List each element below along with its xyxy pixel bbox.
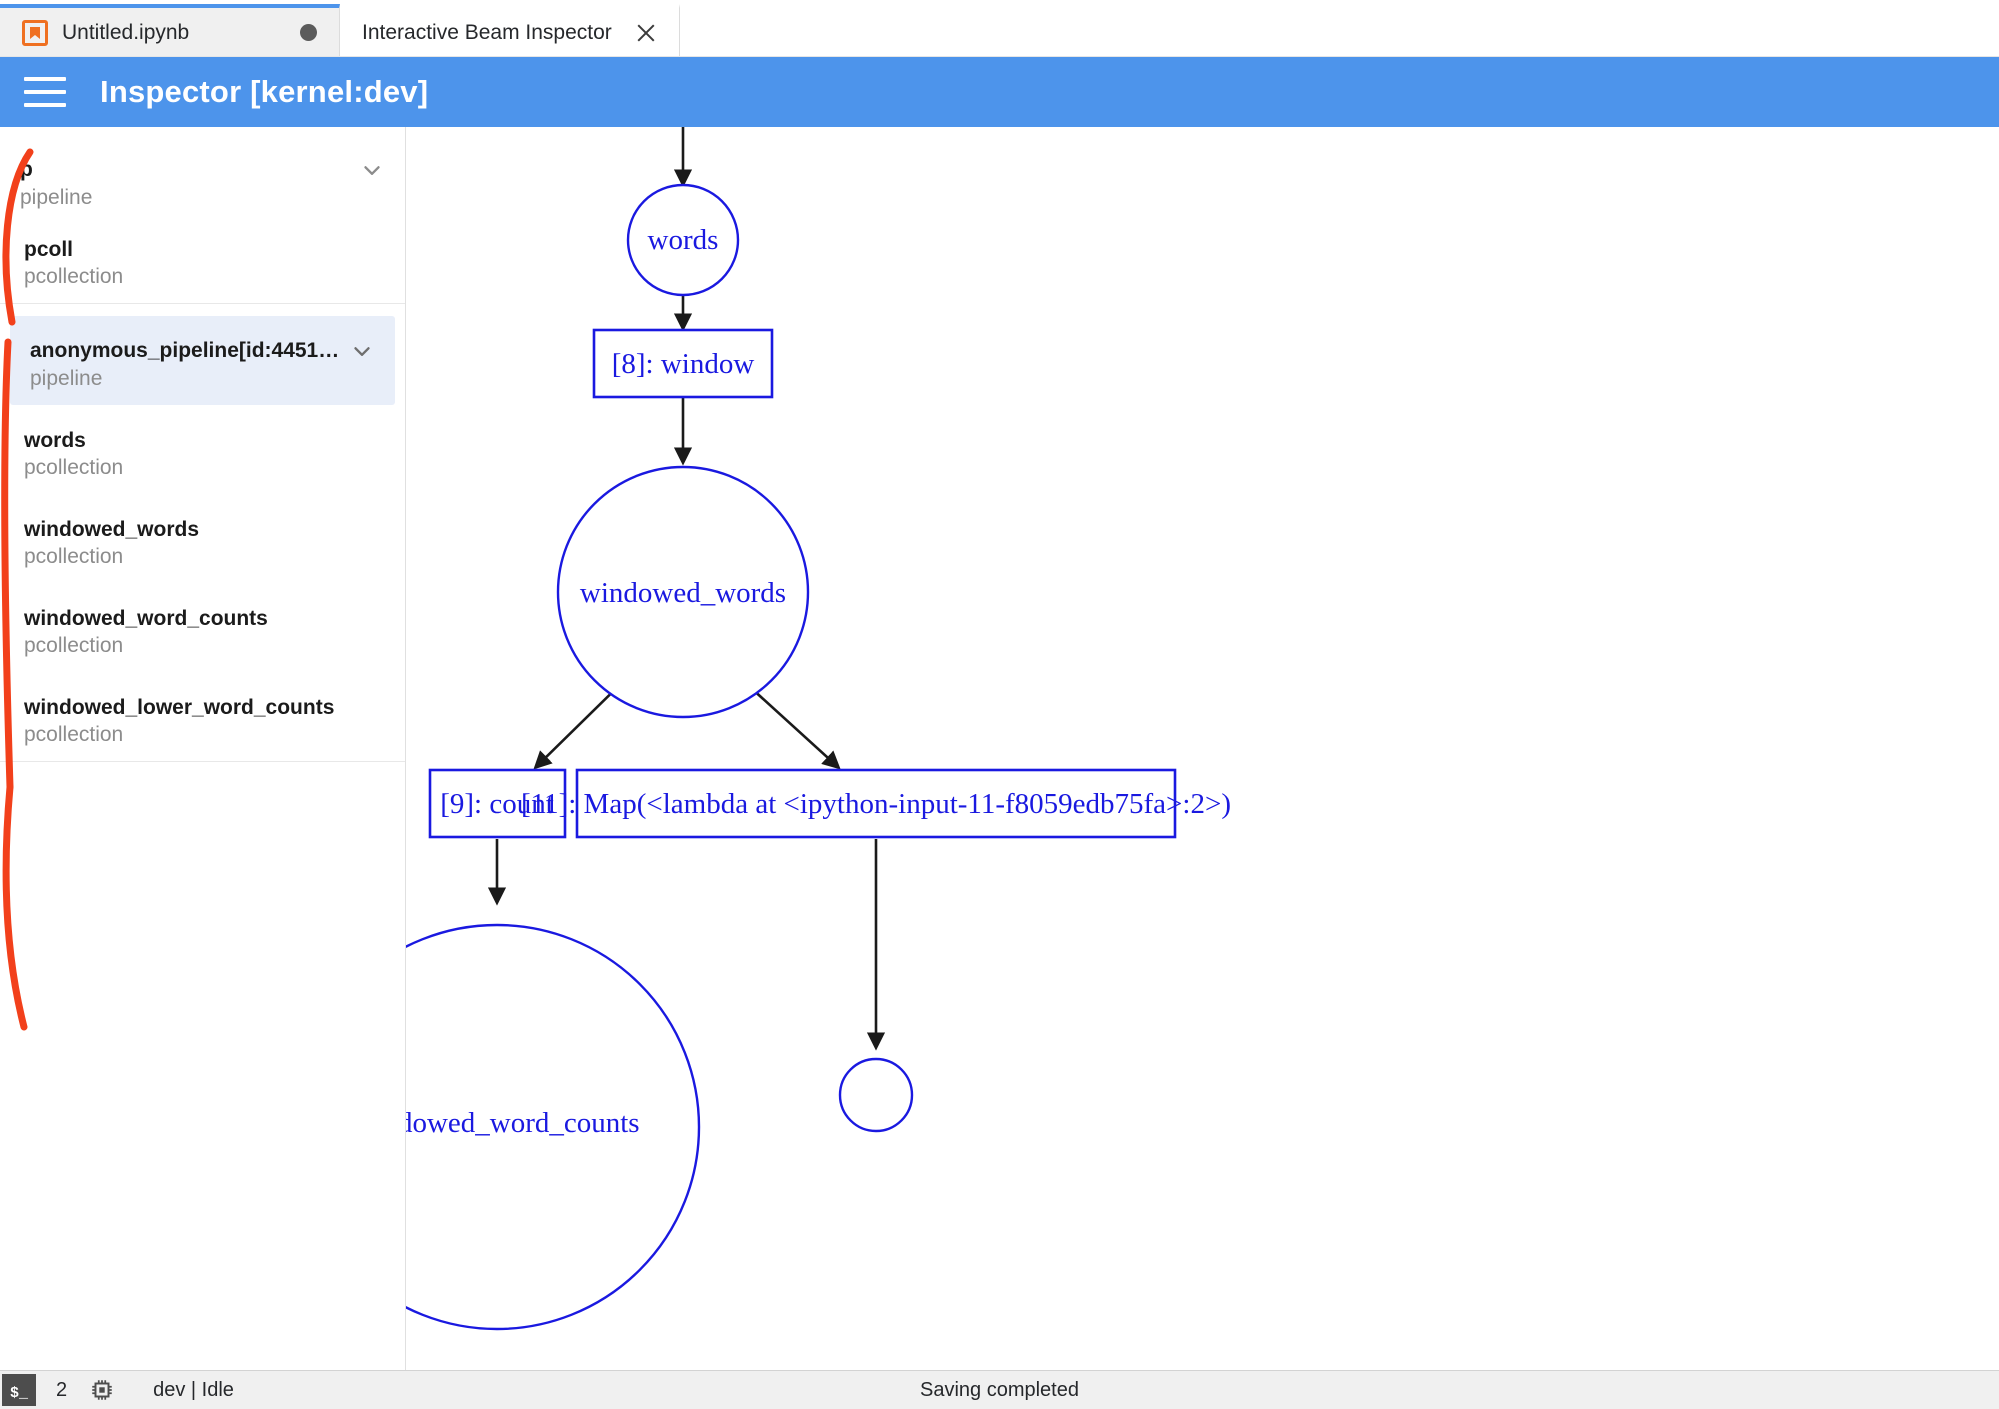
inspector-sidebar: p pipeline pcoll pcollection bbox=[0, 127, 406, 1370]
graph-node-label: [9]: count bbox=[440, 788, 554, 820]
sidebar-item-p[interactable]: p pipeline bbox=[0, 127, 405, 224]
status-bar: Saving completed $_ 2 dev | Idle bbox=[0, 1370, 1999, 1409]
graph-node-windowed-words[interactable]: windowed_words bbox=[556, 465, 810, 719]
chevron-down-icon[interactable] bbox=[359, 157, 385, 183]
sidebar-item-type: pipeline bbox=[20, 186, 93, 209]
sidebar-item-label: windowed_lower_word_counts bbox=[24, 696, 335, 719]
pipeline-graph-canvas[interactable]: words [8]: window windowed_words [9]: co… bbox=[406, 127, 1999, 1370]
cpu-chip-icon bbox=[89, 1377, 115, 1403]
sidebar-item-label: anonymous_pipeline[id:44516… bbox=[30, 339, 341, 362]
graph-node-label: words bbox=[648, 224, 719, 256]
sidebar-item-type: pcollection bbox=[24, 456, 124, 479]
inspector-header: Inspector [kernel:dev] bbox=[0, 57, 1999, 127]
page-title: Inspector [kernel:dev] bbox=[100, 74, 429, 109]
graph-node-count[interactable]: [9]: count bbox=[428, 768, 567, 839]
tab-bar: Untitled.ipynb Interactive Beam Inspecto… bbox=[0, 0, 1999, 57]
sidebar-item-type: pcollection bbox=[24, 545, 124, 568]
graph-node-label: [8]: window bbox=[612, 348, 755, 380]
sidebar-item-label: windowed_word_counts bbox=[24, 607, 268, 630]
close-icon[interactable] bbox=[635, 22, 657, 44]
sidebar-group-p: p pipeline pcoll pcollection bbox=[0, 127, 405, 304]
kernel-count: 2 bbox=[56, 1378, 68, 1401]
sidebar-item-label: pcoll bbox=[24, 238, 74, 261]
sidebar-item-type: pipeline bbox=[30, 367, 103, 390]
status-message: Saving completed bbox=[920, 1378, 1079, 1401]
kernel-status[interactable]: dev | Idle bbox=[153, 1378, 234, 1401]
graph-node-unnamed-pcoll[interactable] bbox=[838, 1057, 914, 1133]
unsaved-dot-icon[interactable] bbox=[300, 24, 317, 41]
graph-node-map-lambda[interactable]: [11]: Map(<lambda at <ipython-input-11-f… bbox=[521, 768, 1231, 839]
sidebar-item-windowed-words[interactable]: windowed_words pcollection bbox=[0, 494, 405, 583]
sidebar-group-anonymous-pipeline: anonymous_pipeline[id:44516… pipeline wo… bbox=[0, 316, 405, 762]
graph-node-label: [11]: Map(<lambda at <ipython-input-11-f… bbox=[521, 788, 1231, 820]
sidebar-item-type: pcollection bbox=[24, 265, 124, 288]
sidebar-item-windowed-word-counts[interactable]: windowed_word_counts pcollection bbox=[0, 583, 405, 672]
graph-node-windowed-word-counts[interactable]: windowed_word_counts bbox=[406, 923, 701, 1331]
sidebar-item-label: windowed_words bbox=[24, 518, 200, 541]
hamburger-icon[interactable] bbox=[24, 77, 66, 107]
sidebar-item-type: pcollection bbox=[24, 723, 124, 746]
terminal-icon[interactable]: $_ bbox=[2, 1374, 36, 1406]
tab-interactive-beam-inspector[interactable]: Interactive Beam Inspector bbox=[340, 4, 680, 57]
sidebar-item-type: pcollection bbox=[24, 634, 124, 657]
graph-node-label: windowed_word_counts bbox=[406, 1107, 640, 1139]
notebook-icon bbox=[22, 19, 48, 46]
graph-node-label: windowed_words bbox=[580, 577, 786, 609]
sidebar-item-words[interactable]: words pcollection bbox=[0, 405, 405, 494]
tab-label: Interactive Beam Inspector bbox=[362, 20, 612, 44]
chevron-down-icon[interactable] bbox=[349, 338, 375, 364]
sidebar-item-anonymous-pipeline[interactable]: anonymous_pipeline[id:44516… pipeline bbox=[10, 316, 395, 405]
inspector-body: p pipeline pcoll pcollection bbox=[0, 127, 1999, 1370]
sidebar-item-label: p bbox=[20, 158, 33, 181]
tab-label: Untitled.ipynb bbox=[62, 20, 190, 44]
graph-node-words[interactable]: words bbox=[626, 183, 740, 297]
sidebar-item-label: words bbox=[24, 429, 86, 452]
sidebar-item-pcoll[interactable]: pcoll pcollection bbox=[0, 224, 405, 303]
pipeline-graph: words [8]: window windowed_words [9]: co… bbox=[406, 127, 1231, 1331]
graph-node-window[interactable]: [8]: window bbox=[592, 328, 774, 399]
tab-untitled-ipynb[interactable]: Untitled.ipynb bbox=[0, 4, 340, 57]
sidebar-item-windowed-lower-word-counts[interactable]: windowed_lower_word_counts pcollection bbox=[0, 672, 405, 761]
